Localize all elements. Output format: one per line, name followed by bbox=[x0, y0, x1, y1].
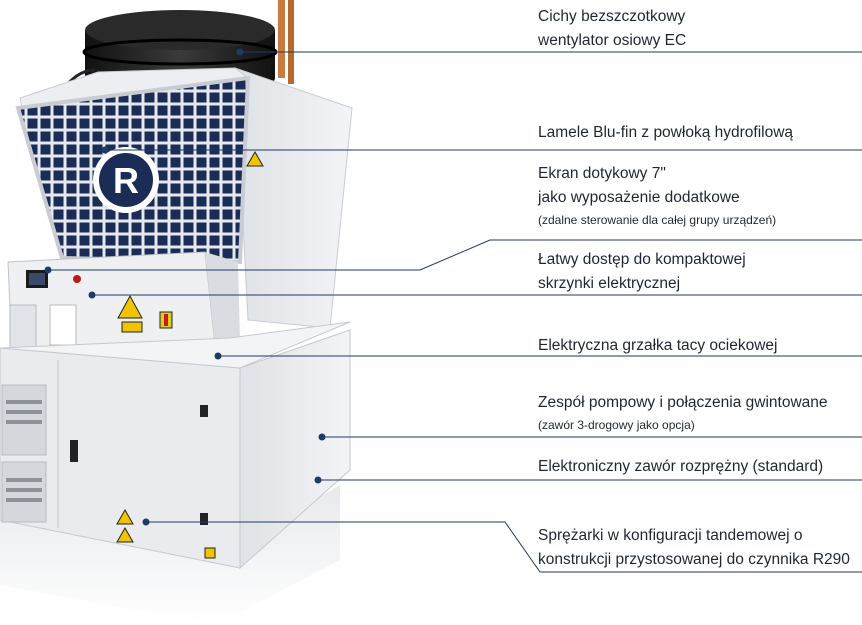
electrical-box bbox=[7, 251, 240, 356]
indicator-light-icon bbox=[73, 275, 81, 283]
callout-line: Łatwy dostęp do kompaktowej bbox=[538, 251, 746, 268]
ebox-warning-icon bbox=[117, 294, 143, 319]
callout-line: Ekran dotykowy 7" bbox=[538, 165, 666, 182]
callout-line: Sprężarki w konfiguracji tandemowej o bbox=[538, 527, 803, 544]
leader-dot-comp bbox=[142, 518, 150, 526]
callout-line: Lamele Blu-fin z powłoką hydrofilową bbox=[538, 124, 794, 141]
callout-line: Cichy bezszczotkowy bbox=[538, 8, 686, 25]
callout-line: Elektryczna grzałka tacy ociekowej bbox=[538, 337, 778, 354]
leader-line-screen bbox=[48, 239, 862, 271]
brand-logo: R bbox=[93, 147, 159, 213]
copper-pipes bbox=[278, 0, 294, 84]
callout-line: konstrukcji przystosowanej do czynnika R… bbox=[538, 551, 850, 568]
leader-dot-fan bbox=[236, 48, 244, 56]
leader-dot-pump bbox=[318, 433, 326, 441]
callout-line: Elektroniczny zawór rozprężny (standard) bbox=[538, 458, 824, 475]
logo-text: R bbox=[113, 160, 139, 201]
callout-line: Zespół pompowy i połączenia gwintowane bbox=[538, 394, 828, 411]
leader-dot-coil bbox=[101, 146, 109, 154]
callout-valve: Elektroniczny zawór rozprężny (standard) bbox=[538, 455, 823, 479]
leader-dot-valve bbox=[314, 476, 322, 484]
callout-note: (zawór 3-drogowy jako opcja) bbox=[538, 418, 695, 432]
callout-comp: Sprężarki w konfiguracji tandemowej o ko… bbox=[538, 524, 850, 572]
cabinet-warning-icon-2 bbox=[116, 526, 134, 543]
callout-screen: Ekran dotykowy 7" jako wyposażenie dodat… bbox=[538, 162, 776, 230]
callout-line: jako wyposażenie dodatkowe bbox=[538, 189, 740, 206]
callout-line: skrzynki elektrycznej bbox=[538, 275, 681, 292]
callout-heater: Elektryczna grzałka tacy ociekowej bbox=[538, 334, 778, 358]
coil-warning-icon bbox=[246, 150, 264, 167]
callout-ebox: Łatwy dostęp do kompaktowej skrzynki ele… bbox=[538, 248, 746, 296]
leader-dot-heater bbox=[214, 352, 222, 360]
callout-note: (zdalne sterowanie dla całej grupy urząd… bbox=[538, 213, 777, 227]
leader-dot-screen bbox=[44, 266, 52, 274]
callout-coil: Lamele Blu-fin z powłoką hydrofilową bbox=[538, 121, 793, 145]
leader-line-comp bbox=[146, 521, 862, 573]
door-handle-icon bbox=[70, 440, 78, 462]
cabinet-warning-icon-1 bbox=[116, 508, 134, 525]
callout-pump: Zespół pompowy i połączenia gwintowane (… bbox=[538, 391, 828, 435]
leader-dot-ebox bbox=[88, 291, 96, 299]
callout-fan: Cichy bezszczotkowy wentylator osiowy EC bbox=[538, 5, 686, 53]
callout-line: wentylator osiowy EC bbox=[538, 32, 687, 49]
floor-reflection bbox=[0, 485, 340, 625]
